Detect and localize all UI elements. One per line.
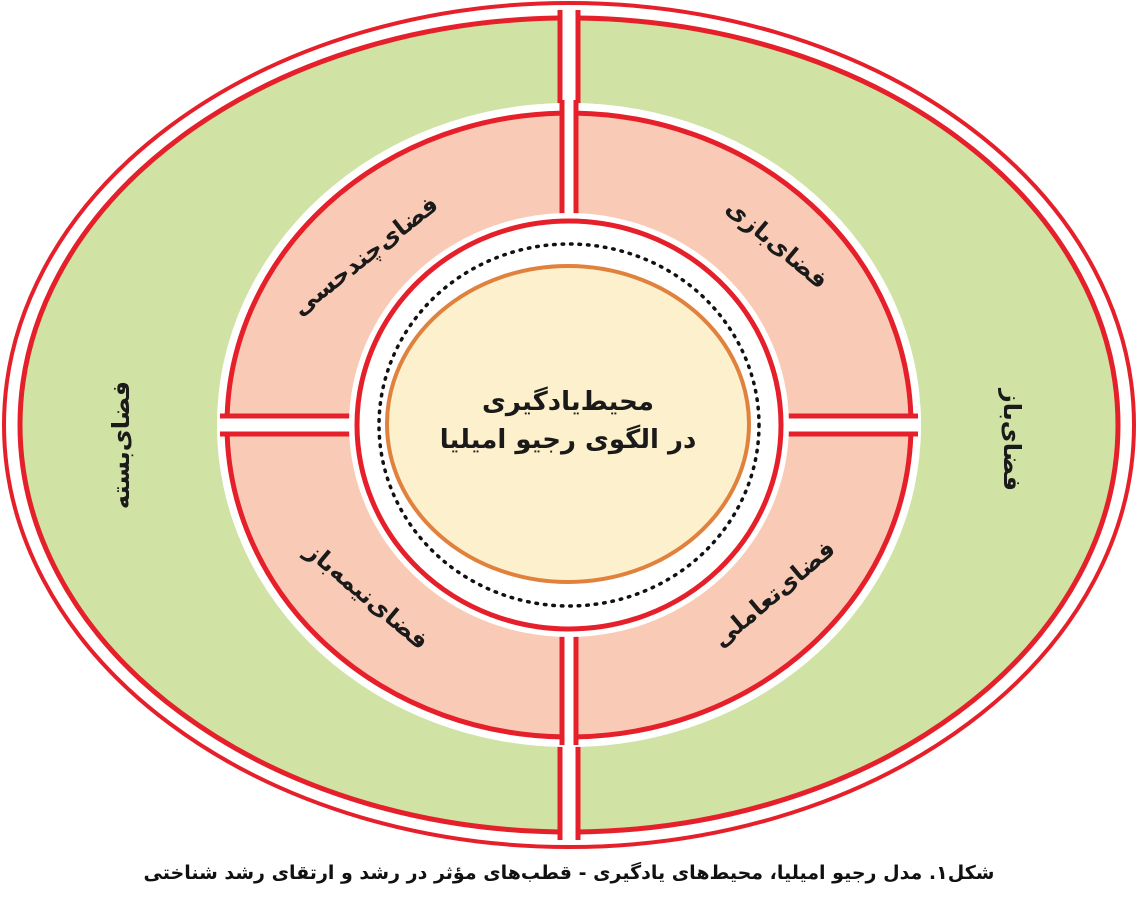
- center-title-line1: محیط‌یادگیری: [482, 386, 654, 417]
- figure-caption: شکل۱. مدل رجیو امیلیا، محیط‌های یادگیری …: [143, 862, 995, 884]
- reggio-emilia-diagram: محیط‌یادگیری در الگوی رجیو امیلیا فضای‌ب…: [2, 1, 1136, 849]
- center-title-line2: در الگوی رجیو امیلیا: [440, 424, 697, 455]
- label-closed-space: فضای‌بسته: [107, 381, 135, 509]
- label-open-space: فضای‌باز: [998, 388, 1026, 491]
- center-ellipse: [385, 264, 751, 584]
- dotted-circle: [377, 242, 761, 608]
